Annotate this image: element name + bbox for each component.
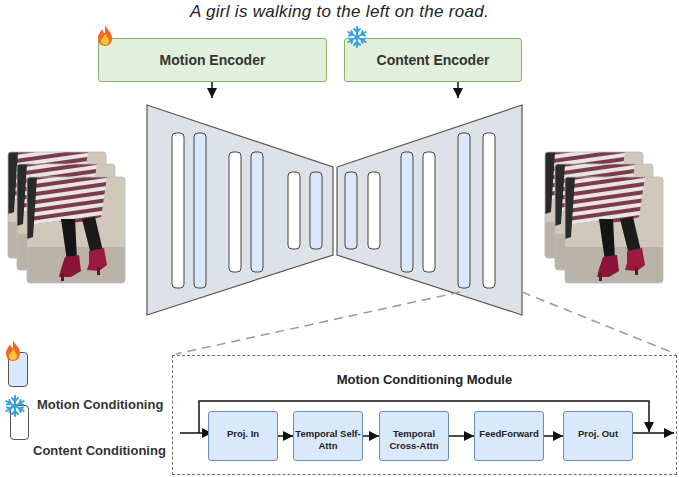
unet bbox=[251, 152, 263, 272]
unet bbox=[368, 172, 380, 249]
snowflake-icon bbox=[348, 27, 365, 47]
encoder-arrows bbox=[211, 82, 213, 98]
module-box: Motion Conditioning ModuleProj. In Tempor… bbox=[172, 355, 677, 475]
flow-arrow bbox=[363, 435, 379, 437]
unet bbox=[194, 133, 206, 288]
fire-icon bbox=[6, 340, 20, 361]
encoder-arrows bbox=[457, 82, 459, 98]
zoom-lines bbox=[176, 292, 460, 354]
flow-arrow bbox=[449, 435, 474, 437]
legend-label: Motion Conditioning bbox=[37, 397, 163, 412]
snowflake-icon bbox=[6, 396, 23, 416]
flow-arrow bbox=[544, 435, 563, 437]
unet bbox=[458, 133, 470, 288]
unet bbox=[483, 133, 495, 288]
zoom-lines bbox=[522, 292, 676, 354]
unet bbox=[401, 152, 413, 272]
unet bbox=[288, 172, 300, 249]
input-frames bbox=[27, 177, 125, 283]
layer-box: Proj. In bbox=[208, 411, 278, 461]
box-label: Proj. Out bbox=[564, 428, 632, 440]
layer-box: Proj. Out bbox=[563, 411, 633, 461]
box-label: Content Encoder bbox=[377, 52, 490, 68]
unet bbox=[229, 152, 241, 272]
encoder-box: Motion Encoder bbox=[98, 38, 327, 82]
layer-box: FeedForward bbox=[474, 411, 544, 461]
unet bbox=[423, 152, 435, 272]
box-label: Proj. In bbox=[209, 428, 277, 440]
legend-label: Content Conditioning bbox=[33, 443, 166, 458]
output-frames bbox=[565, 177, 663, 283]
input-frames bbox=[8, 152, 125, 283]
box-label: Temporal Self-Attn bbox=[294, 428, 362, 452]
flow-arrow bbox=[278, 435, 293, 437]
layer-box: Temporal Self-Attn bbox=[293, 411, 363, 461]
zoom-lines bbox=[176, 292, 676, 354]
unet bbox=[172, 133, 184, 288]
fire-icon bbox=[98, 25, 112, 46]
legend-swatch bbox=[8, 352, 28, 387]
unet bbox=[337, 105, 522, 315]
unet bbox=[147, 105, 333, 315]
residual-path bbox=[627, 432, 674, 434]
layer-box: Temporal Cross-Attn bbox=[379, 411, 449, 461]
module-heading: Motion Conditioning Module bbox=[173, 372, 676, 387]
box-label: Motion Encoder bbox=[160, 52, 266, 68]
encoder-arrows bbox=[212, 82, 458, 98]
encoder-box: Content Encoder bbox=[344, 38, 522, 82]
unet bbox=[310, 172, 322, 249]
output-frames bbox=[545, 152, 663, 283]
unet bbox=[345, 172, 357, 249]
box-label: Temporal Cross-Attn bbox=[380, 428, 448, 452]
legend-swatch bbox=[10, 405, 29, 440]
prompt-text: A girl is walking to the left on the roa… bbox=[0, 2, 679, 22]
unet bbox=[147, 105, 522, 315]
box-label: FeedForward bbox=[475, 428, 543, 440]
